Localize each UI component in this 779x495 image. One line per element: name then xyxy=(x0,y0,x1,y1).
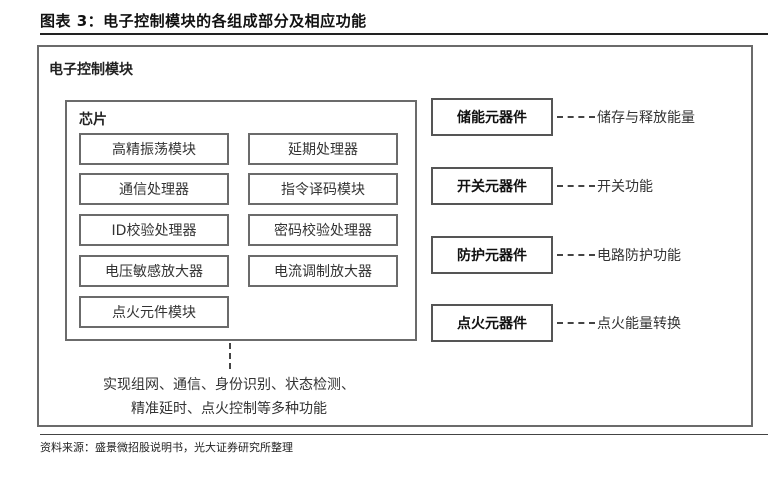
source-note: 资料来源：盛景微招股说明书，光大证券研究所整理 xyxy=(40,441,293,454)
component-connector xyxy=(557,254,595,256)
chip-function-description: 实现组网、通信、身份识别、状态检测、 精准延时、点火控制等多种功能 xyxy=(59,373,399,421)
chip-module: 指令译码模块 xyxy=(248,173,398,205)
title-divider xyxy=(40,33,768,35)
chip-function-line: 实现组网、通信、身份识别、状态检测、 xyxy=(103,377,355,393)
component-function: 电路防护功能 xyxy=(597,248,681,264)
chip-module: 点火元件模块 xyxy=(79,296,229,328)
chip-module: ID校验处理器 xyxy=(79,214,229,246)
component-connector xyxy=(557,116,595,118)
electronic-control-module-box: 电子控制模块 芯片 高精振荡模块 延期处理器 通信处理器 指令译码模块 ID校验… xyxy=(37,45,753,427)
component-function: 开关功能 xyxy=(597,179,653,195)
chip-module: 电压敏感放大器 xyxy=(79,255,229,287)
component-box: 储能元器件 xyxy=(431,98,553,136)
chip-title: 芯片 xyxy=(79,112,107,128)
figure-title: 图表 3：电子控制模块的各组成部分及相应功能 xyxy=(40,12,367,30)
component-connector xyxy=(557,322,595,324)
chip-connector-dashed-line xyxy=(229,343,231,369)
chip-function-line: 精准延时、点火控制等多种功能 xyxy=(131,401,327,417)
chip-module: 高精振荡模块 xyxy=(79,133,229,165)
chip-box: 芯片 高精振荡模块 延期处理器 通信处理器 指令译码模块 ID校验处理器 密码校… xyxy=(65,100,417,341)
bottom-divider xyxy=(40,434,768,435)
component-function: 点火能量转换 xyxy=(597,316,681,332)
chip-module: 密码校验处理器 xyxy=(248,214,398,246)
component-box: 点火元器件 xyxy=(431,304,553,342)
component-box: 防护元器件 xyxy=(431,236,553,274)
chip-module: 通信处理器 xyxy=(79,173,229,205)
chip-module: 电流调制放大器 xyxy=(248,255,398,287)
component-connector xyxy=(557,185,595,187)
component-box: 开关元器件 xyxy=(431,167,553,205)
chip-module: 延期处理器 xyxy=(248,133,398,165)
component-function: 储存与释放能量 xyxy=(597,110,695,126)
module-title: 电子控制模块 xyxy=(49,62,133,78)
